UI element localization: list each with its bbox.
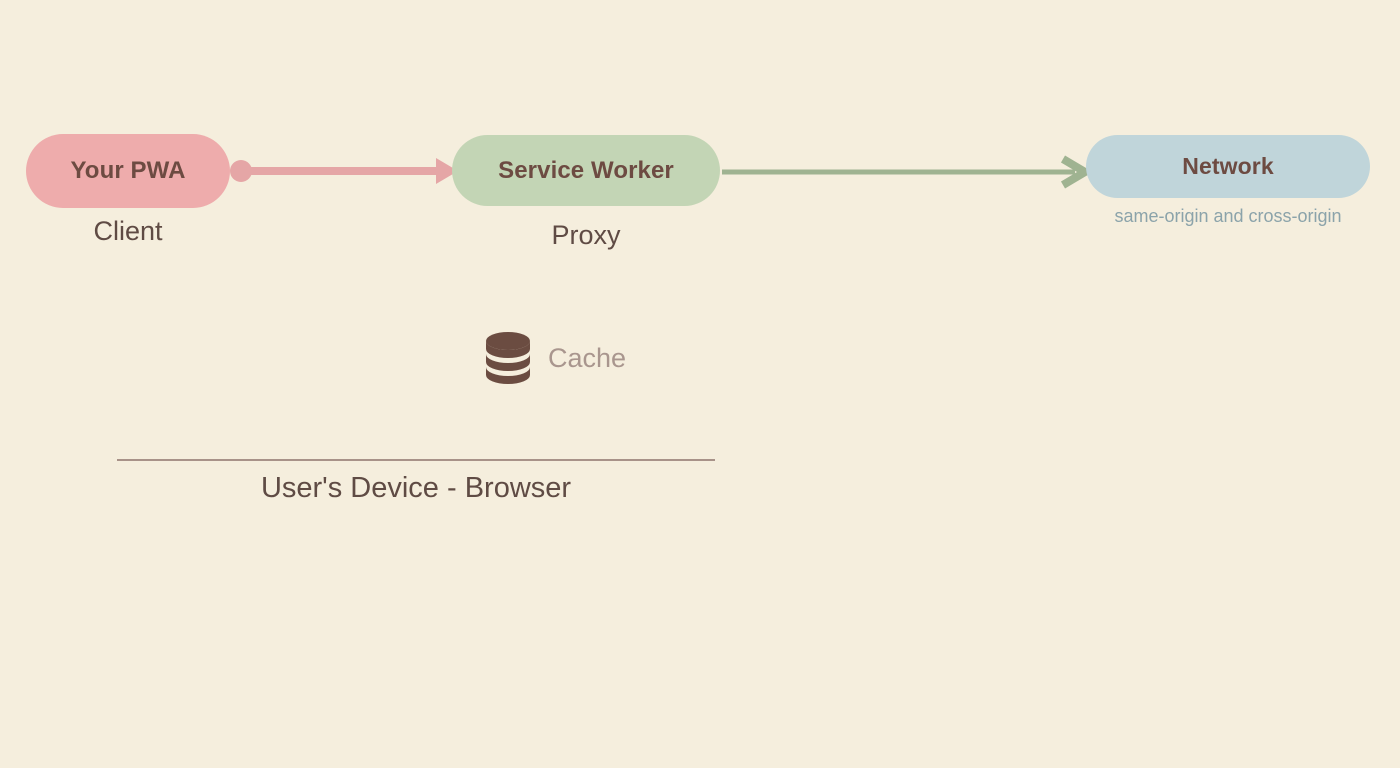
edge-start-dot-icon: [230, 160, 252, 182]
cache-group[interactable]: Cache: [484, 330, 626, 386]
boundary-label: User's Device - Browser: [260, 472, 572, 504]
node-caption-client: Client: [93, 216, 163, 246]
node-label: Service Worker: [498, 156, 674, 184]
node-label: Network: [1182, 153, 1274, 179]
node-network[interactable]: Network: [1086, 135, 1370, 198]
node-caption-proxy: Proxy: [551, 220, 621, 250]
cache-label: Cache: [548, 342, 627, 373]
edge-pwa-to-service-worker: [230, 158, 458, 184]
node-label: Your PWA: [70, 157, 186, 184]
database-icon: [486, 332, 530, 384]
node-your-pwa[interactable]: Your PWA: [26, 134, 230, 208]
boundary-divider: [117, 459, 715, 461]
arrowhead-icon: [1060, 155, 1093, 189]
node-service-worker[interactable]: Service Worker: [452, 135, 720, 206]
edge-service-worker-to-network: [722, 155, 1093, 189]
node-caption-network: same-origin and cross-origin: [1114, 206, 1342, 226]
